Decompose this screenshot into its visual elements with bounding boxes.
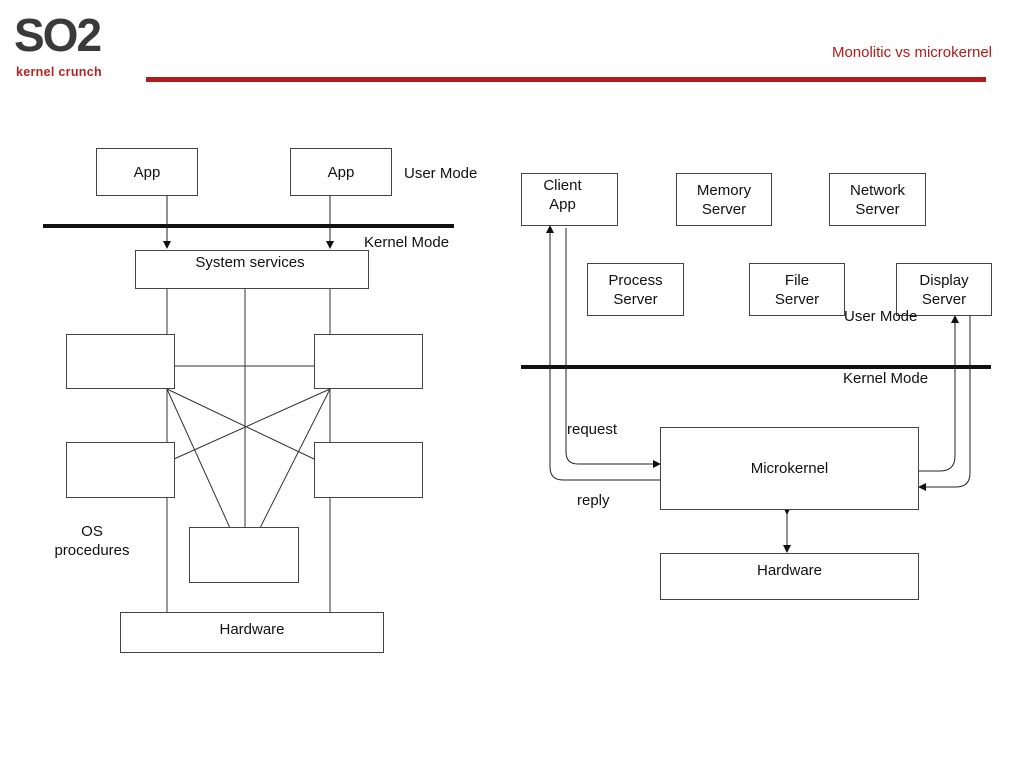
client-app-box: Client App xyxy=(521,173,618,226)
from-display-arrow xyxy=(918,316,971,491)
display-server-label: Display Server xyxy=(919,271,969,308)
mono-user-mode-label: User Mode xyxy=(404,165,478,182)
memory-server-box: Memory Server xyxy=(676,173,772,226)
title-divider xyxy=(146,77,986,82)
request-arrow xyxy=(565,228,661,468)
display-server-box: Display Server xyxy=(896,263,992,316)
process-server-label: Process Server xyxy=(608,271,663,308)
os-procedure-box-4 xyxy=(314,442,423,498)
microkernel-label: Microkernel xyxy=(750,460,829,477)
proc-link-cross-2 xyxy=(173,388,331,460)
mono-app-box-1: App xyxy=(96,148,198,196)
mono-hardware-label: Hardware xyxy=(219,621,285,638)
system-services-label: System services xyxy=(195,254,305,271)
mono-kernel-mode-label: Kernel Mode xyxy=(364,234,450,251)
system-services-box: System services xyxy=(135,250,369,289)
slide-title: Monolitic vs microkernel xyxy=(831,44,992,61)
request-label: request xyxy=(567,421,618,438)
process-server-box: Process Server xyxy=(587,263,684,316)
file-server-box: File Server xyxy=(749,263,845,316)
os-procedure-box-3 xyxy=(66,442,175,498)
memory-server-label: Memory Server xyxy=(696,181,752,218)
micro-kernel-mode-label: Kernel Mode xyxy=(843,370,929,387)
mono-app-label-2: App xyxy=(327,163,355,181)
os-procedure-box-5 xyxy=(189,527,299,583)
logo-text: SO2 xyxy=(14,9,102,61)
client-app-label: Client App xyxy=(543,177,582,213)
os-procedure-box-2 xyxy=(314,334,423,389)
to-display-arrow xyxy=(919,315,959,472)
logo-subtitle: kernel crunch xyxy=(16,65,102,79)
os-procedure-box-1 xyxy=(66,334,175,389)
micro-hardware-box: Hardware xyxy=(660,553,919,600)
os-procedures-label: OS procedures xyxy=(54,523,130,559)
proc-link-cross-1 xyxy=(166,388,315,460)
mono-app-box-2: App xyxy=(290,148,392,196)
file-server-label: File Server xyxy=(774,271,820,308)
network-server-label: Network Server xyxy=(849,181,905,218)
network-server-box: Network Server xyxy=(829,173,926,226)
micro-hardware-label: Hardware xyxy=(756,562,823,579)
microkernel-box: Microkernel xyxy=(660,427,919,510)
reply-label: reply xyxy=(577,492,610,509)
proc-link-diag-2 xyxy=(259,388,331,529)
micro-user-mode-label: User Mode xyxy=(844,308,918,325)
proc-link-diag-1 xyxy=(166,388,231,529)
mono-hardware-box: Hardware xyxy=(120,612,384,653)
so2-logo: SO2 kernel crunch xyxy=(14,10,134,82)
reply-arrow xyxy=(546,225,660,481)
mono-app-label-1: App xyxy=(133,163,161,181)
